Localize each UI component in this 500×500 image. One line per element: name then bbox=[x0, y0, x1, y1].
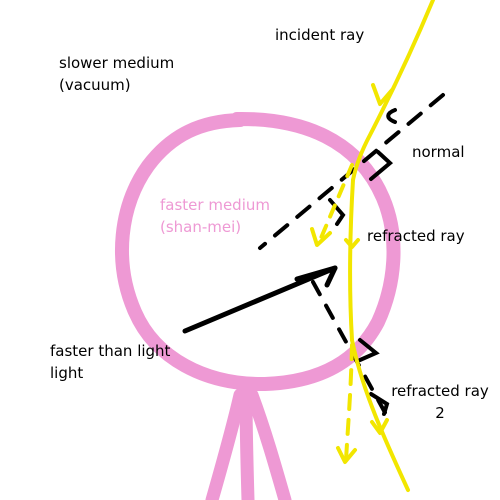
normal-label: normal bbox=[412, 143, 465, 161]
right-angle-top bbox=[369, 150, 394, 181]
stick-figure-body bbox=[205, 388, 292, 500]
hypothetical-ray-inside bbox=[316, 163, 354, 247]
hypothetical-ray-inside-arrow bbox=[310, 227, 332, 247]
arrow-normal-top bbox=[386, 108, 397, 124]
refracted-ray-arrow bbox=[344, 238, 360, 249]
body-right-leg bbox=[245, 388, 292, 500]
body-center-leg bbox=[239, 388, 255, 500]
faster-than-light-arrow bbox=[182, 265, 338, 334]
incident-ray bbox=[351, 0, 435, 182]
normal-line-bottom bbox=[311, 280, 390, 420]
faster-medium-label: faster medium (shan-mei) bbox=[160, 196, 270, 236]
slower-medium-label: slower medium (vacuum) bbox=[59, 54, 175, 94]
faster-than-light-label: faster than light light bbox=[50, 342, 171, 382]
incident-ray-label: incident ray bbox=[275, 26, 365, 44]
normal-lines bbox=[258, 93, 445, 420]
normal-line-top bbox=[258, 93, 445, 250]
incident-ray-arrow bbox=[371, 83, 394, 106]
refracted-ray-2-label: refracted ray 2 bbox=[391, 382, 489, 422]
refracted-ray bbox=[344, 178, 360, 342]
refracted-ray-2-arrow bbox=[370, 418, 389, 435]
hypothetical-ray-outside bbox=[344, 343, 354, 462]
refracted-ray-label: refracted ray bbox=[367, 227, 465, 245]
refracted-ray-2 bbox=[350, 338, 410, 492]
right-angle-bottom bbox=[358, 338, 380, 362]
hypothetical-ray-outside-arrow bbox=[336, 446, 357, 464]
hypothetical-rays bbox=[310, 163, 357, 464]
faster-medium-circle bbox=[115, 111, 401, 392]
body-left-leg bbox=[205, 388, 247, 500]
arrow-normal-low bbox=[369, 392, 390, 416]
